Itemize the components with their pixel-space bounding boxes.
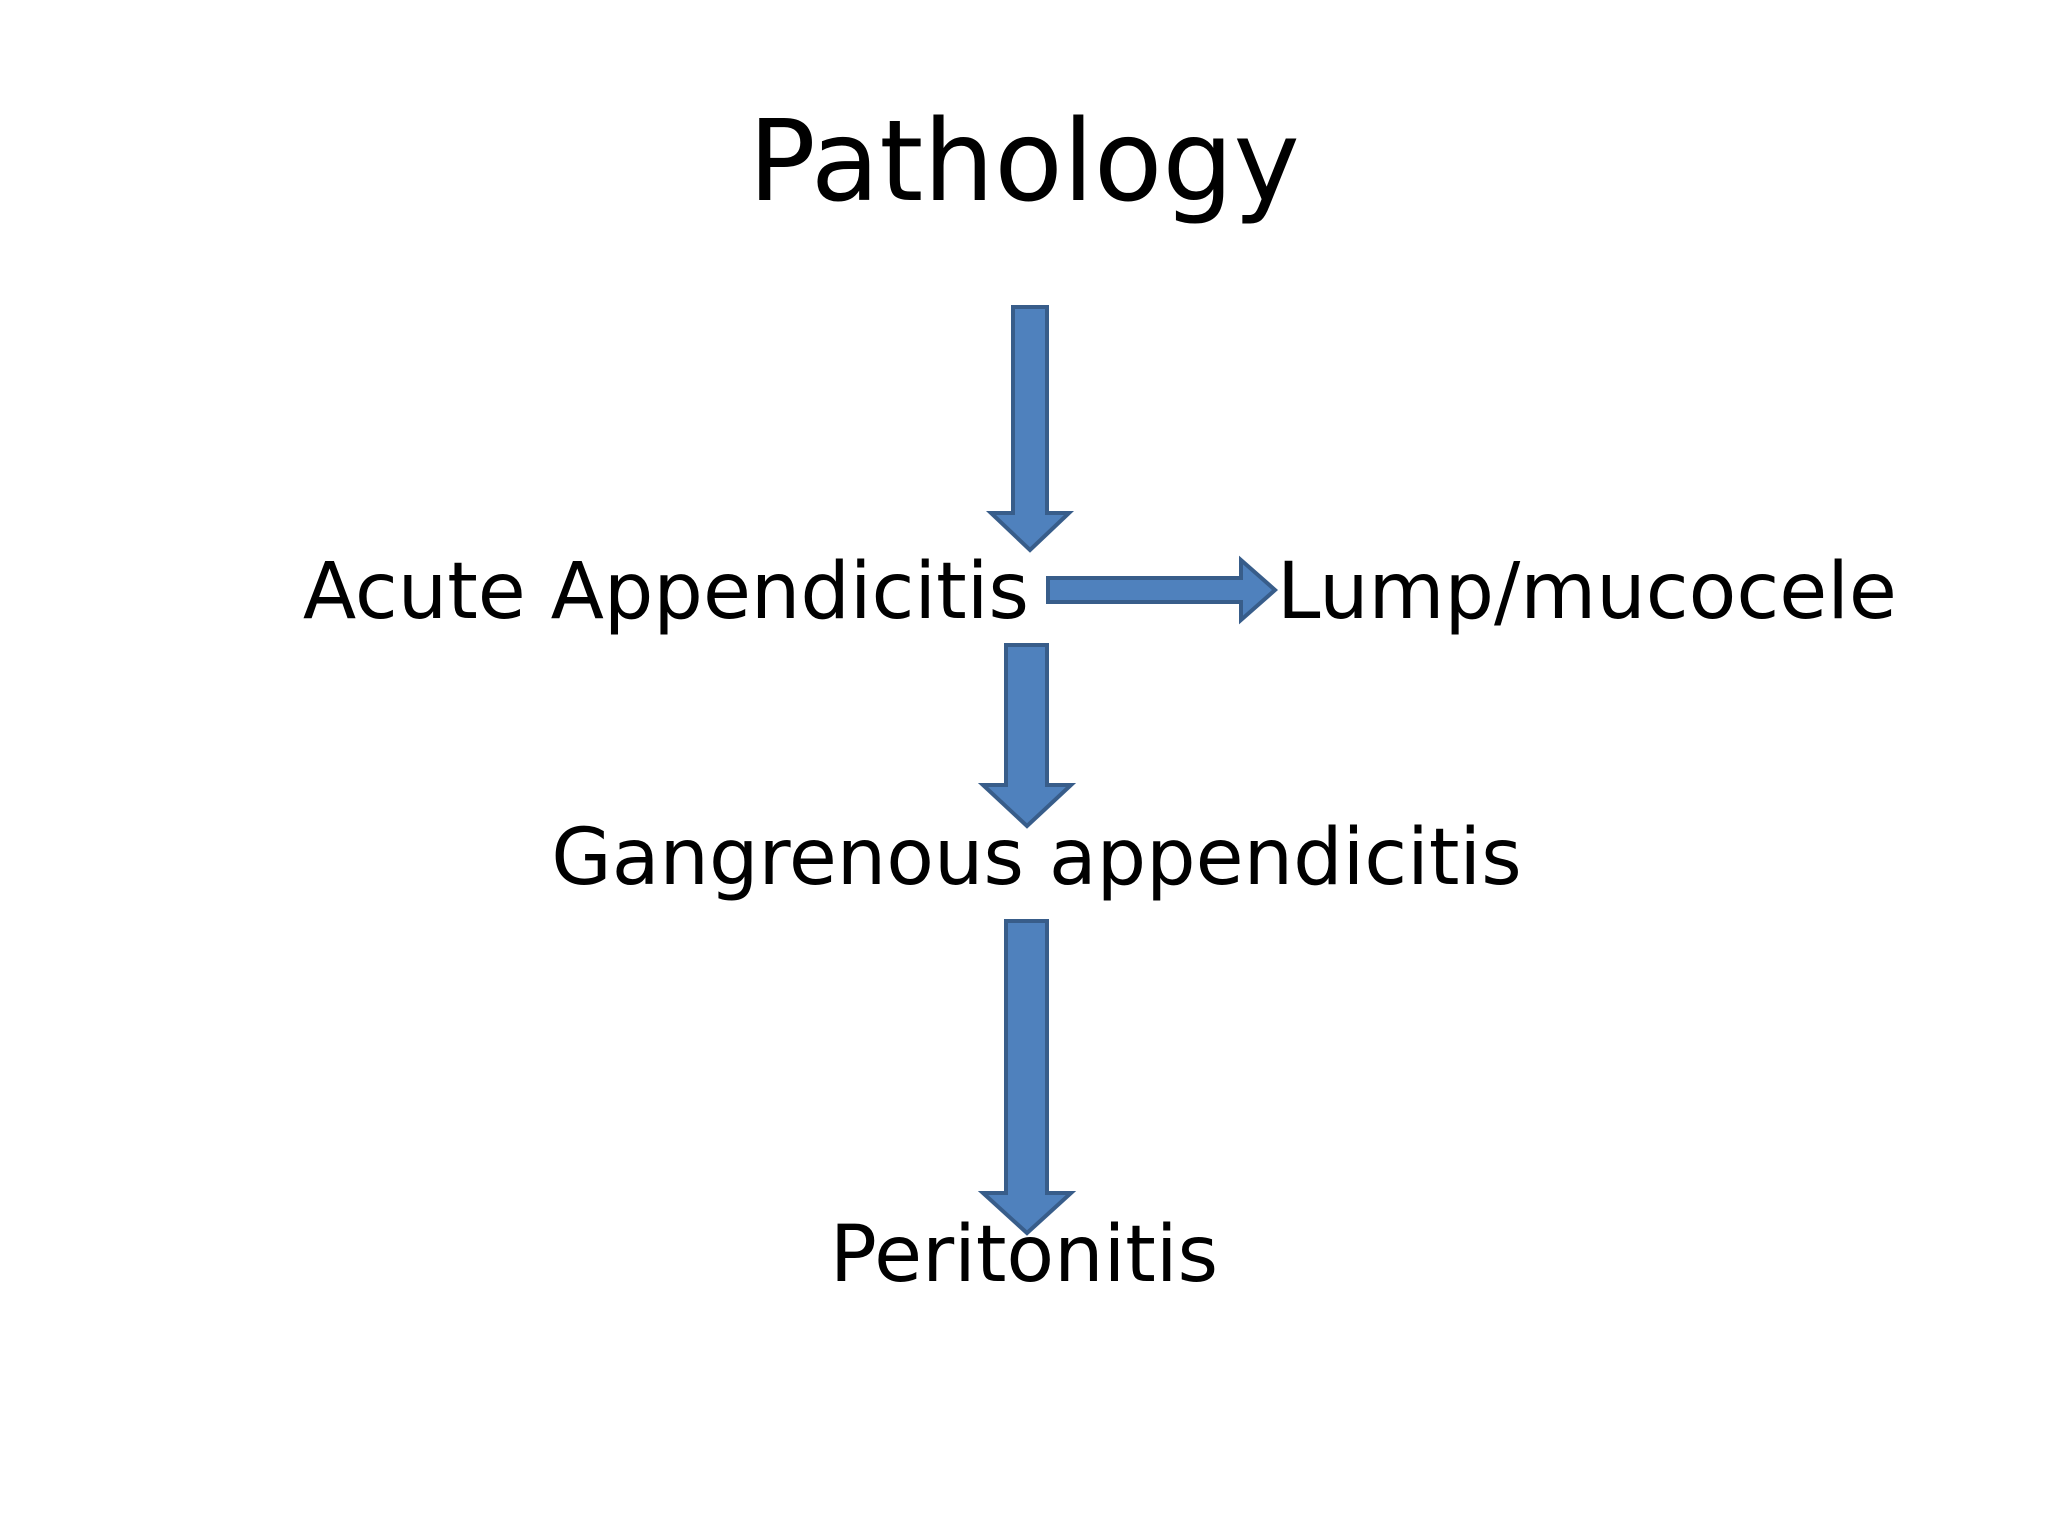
node-acute-appendicitis: Acute Appendicitis	[302, 547, 1029, 637]
arrow-acute-to-gangrenous	[977, 643, 1077, 829]
arrow-acute-to-lump	[1046, 555, 1279, 625]
arrow-gangrenous-to-peritonitis	[977, 919, 1077, 1236]
node-gangrenous-appendicitis: Gangrenous appendicitis	[551, 813, 1522, 903]
node-lump-mucocele: Lump/mucocele	[1277, 547, 1897, 637]
slide-title: Pathology	[748, 97, 1300, 227]
node-peritonitis: Peritonitis	[829, 1210, 1219, 1300]
arrow-title-to-acute	[985, 305, 1075, 553]
